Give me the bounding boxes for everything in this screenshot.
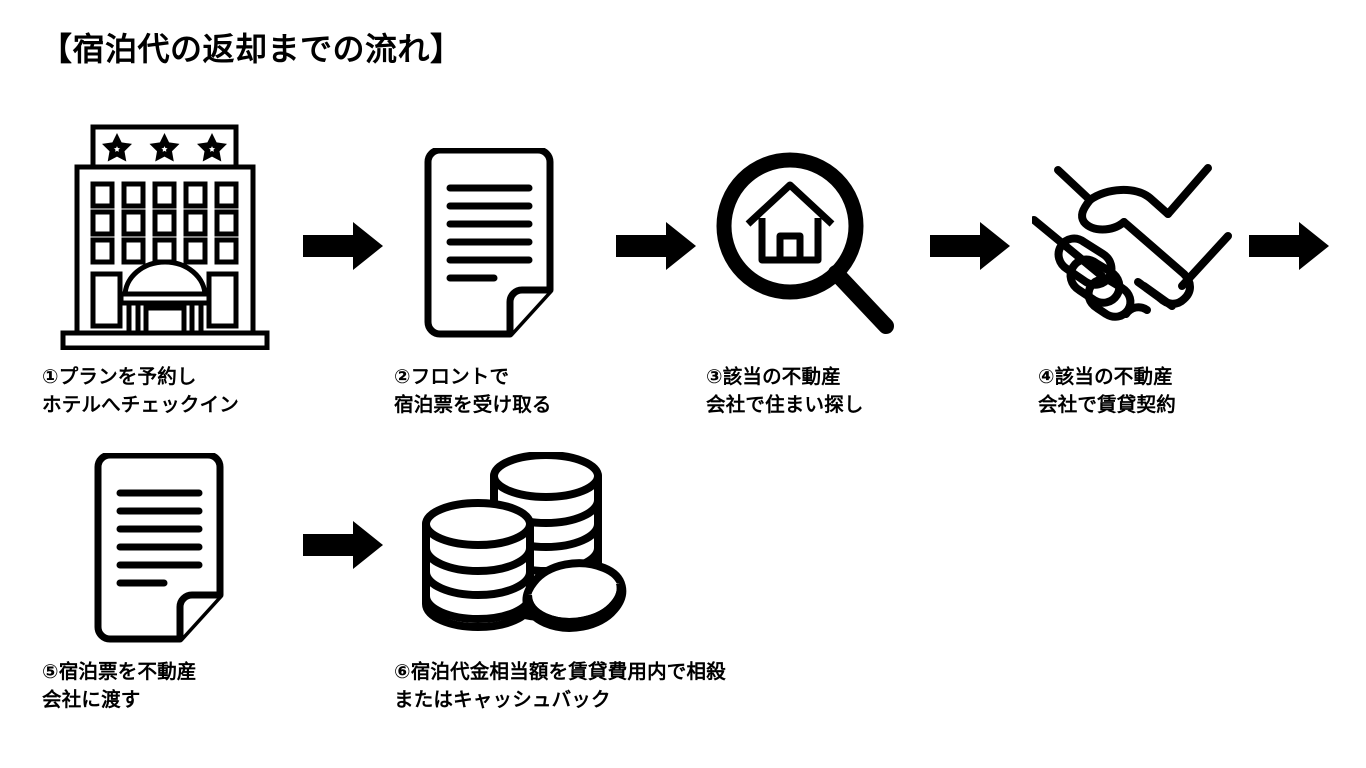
- arrow-1: [303, 222, 383, 270]
- step-1-label: ①プランを予約し ホテルへチェックイン: [42, 363, 239, 420]
- step-3-label-line2: 会社で住まい探し: [706, 394, 864, 417]
- hotel-building-icon: [60, 124, 290, 350]
- step-4-icon-block: [1032, 158, 1246, 322]
- step-2-label-line1: ②フロントで: [394, 366, 510, 388]
- step-4-label-line2: 会社で賃貸契約: [1038, 394, 1176, 417]
- step-2-label-line2: 宿泊票を受け取る: [394, 394, 552, 417]
- arrow-right-icon: [1249, 222, 1329, 270]
- step-3-icon-block: [708, 148, 898, 336]
- step-2-icon-block: [414, 148, 582, 340]
- step-6-label-line1: ⑥宿泊代金相当額を賃貸費用内で相殺: [394, 661, 726, 683]
- step-4-label-line1: ④該当の不動産: [1038, 366, 1173, 388]
- arrow-2: [616, 222, 696, 270]
- document-icon: [84, 453, 252, 645]
- step-6-label-line2: またはキャッシュバック: [394, 689, 611, 712]
- arrow-4: [1249, 222, 1329, 270]
- step-4-label: ④該当の不動産 会社で賃貸契約: [1038, 363, 1176, 420]
- step-6-label: ⑥宿泊代金相当額を賃貸費用内で相殺 またはキャッシュバック: [394, 658, 726, 715]
- step-5-icon-block: [84, 453, 252, 645]
- arrow-5: [303, 521, 383, 569]
- document-icon: [414, 148, 582, 340]
- step-5-label-line2: 会社に渡す: [42, 689, 141, 712]
- step-6-icon-block: [418, 452, 638, 634]
- page-title: 【宿泊代の返却までの流れ】: [40, 31, 463, 67]
- step-1-label-line1: ①プランを予約し: [42, 366, 197, 388]
- coins-stack-icon: [418, 452, 638, 634]
- step-1-icon-block: [60, 124, 290, 350]
- arrow-right-icon: [303, 521, 383, 569]
- arrow-right-icon: [616, 222, 696, 270]
- step-1-label-line2: ホテルへチェックイン: [42, 394, 240, 417]
- step-3-label-line1: ③該当の不動産: [706, 366, 841, 388]
- step-5-label: ⑤宿泊票を不動産 会社に渡す: [42, 658, 197, 715]
- house-search-icon: [708, 148, 898, 336]
- handshake-icon: [1032, 158, 1246, 322]
- arrow-right-icon: [303, 222, 383, 270]
- step-2-label: ②フロントで 宿泊票を受け取る: [394, 363, 552, 420]
- step-3-label: ③該当の不動産 会社で住まい探し: [706, 363, 864, 420]
- step-5-label-line1: ⑤宿泊票を不動産: [42, 661, 197, 683]
- arrow-3: [930, 222, 1010, 270]
- arrow-right-icon: [930, 222, 1010, 270]
